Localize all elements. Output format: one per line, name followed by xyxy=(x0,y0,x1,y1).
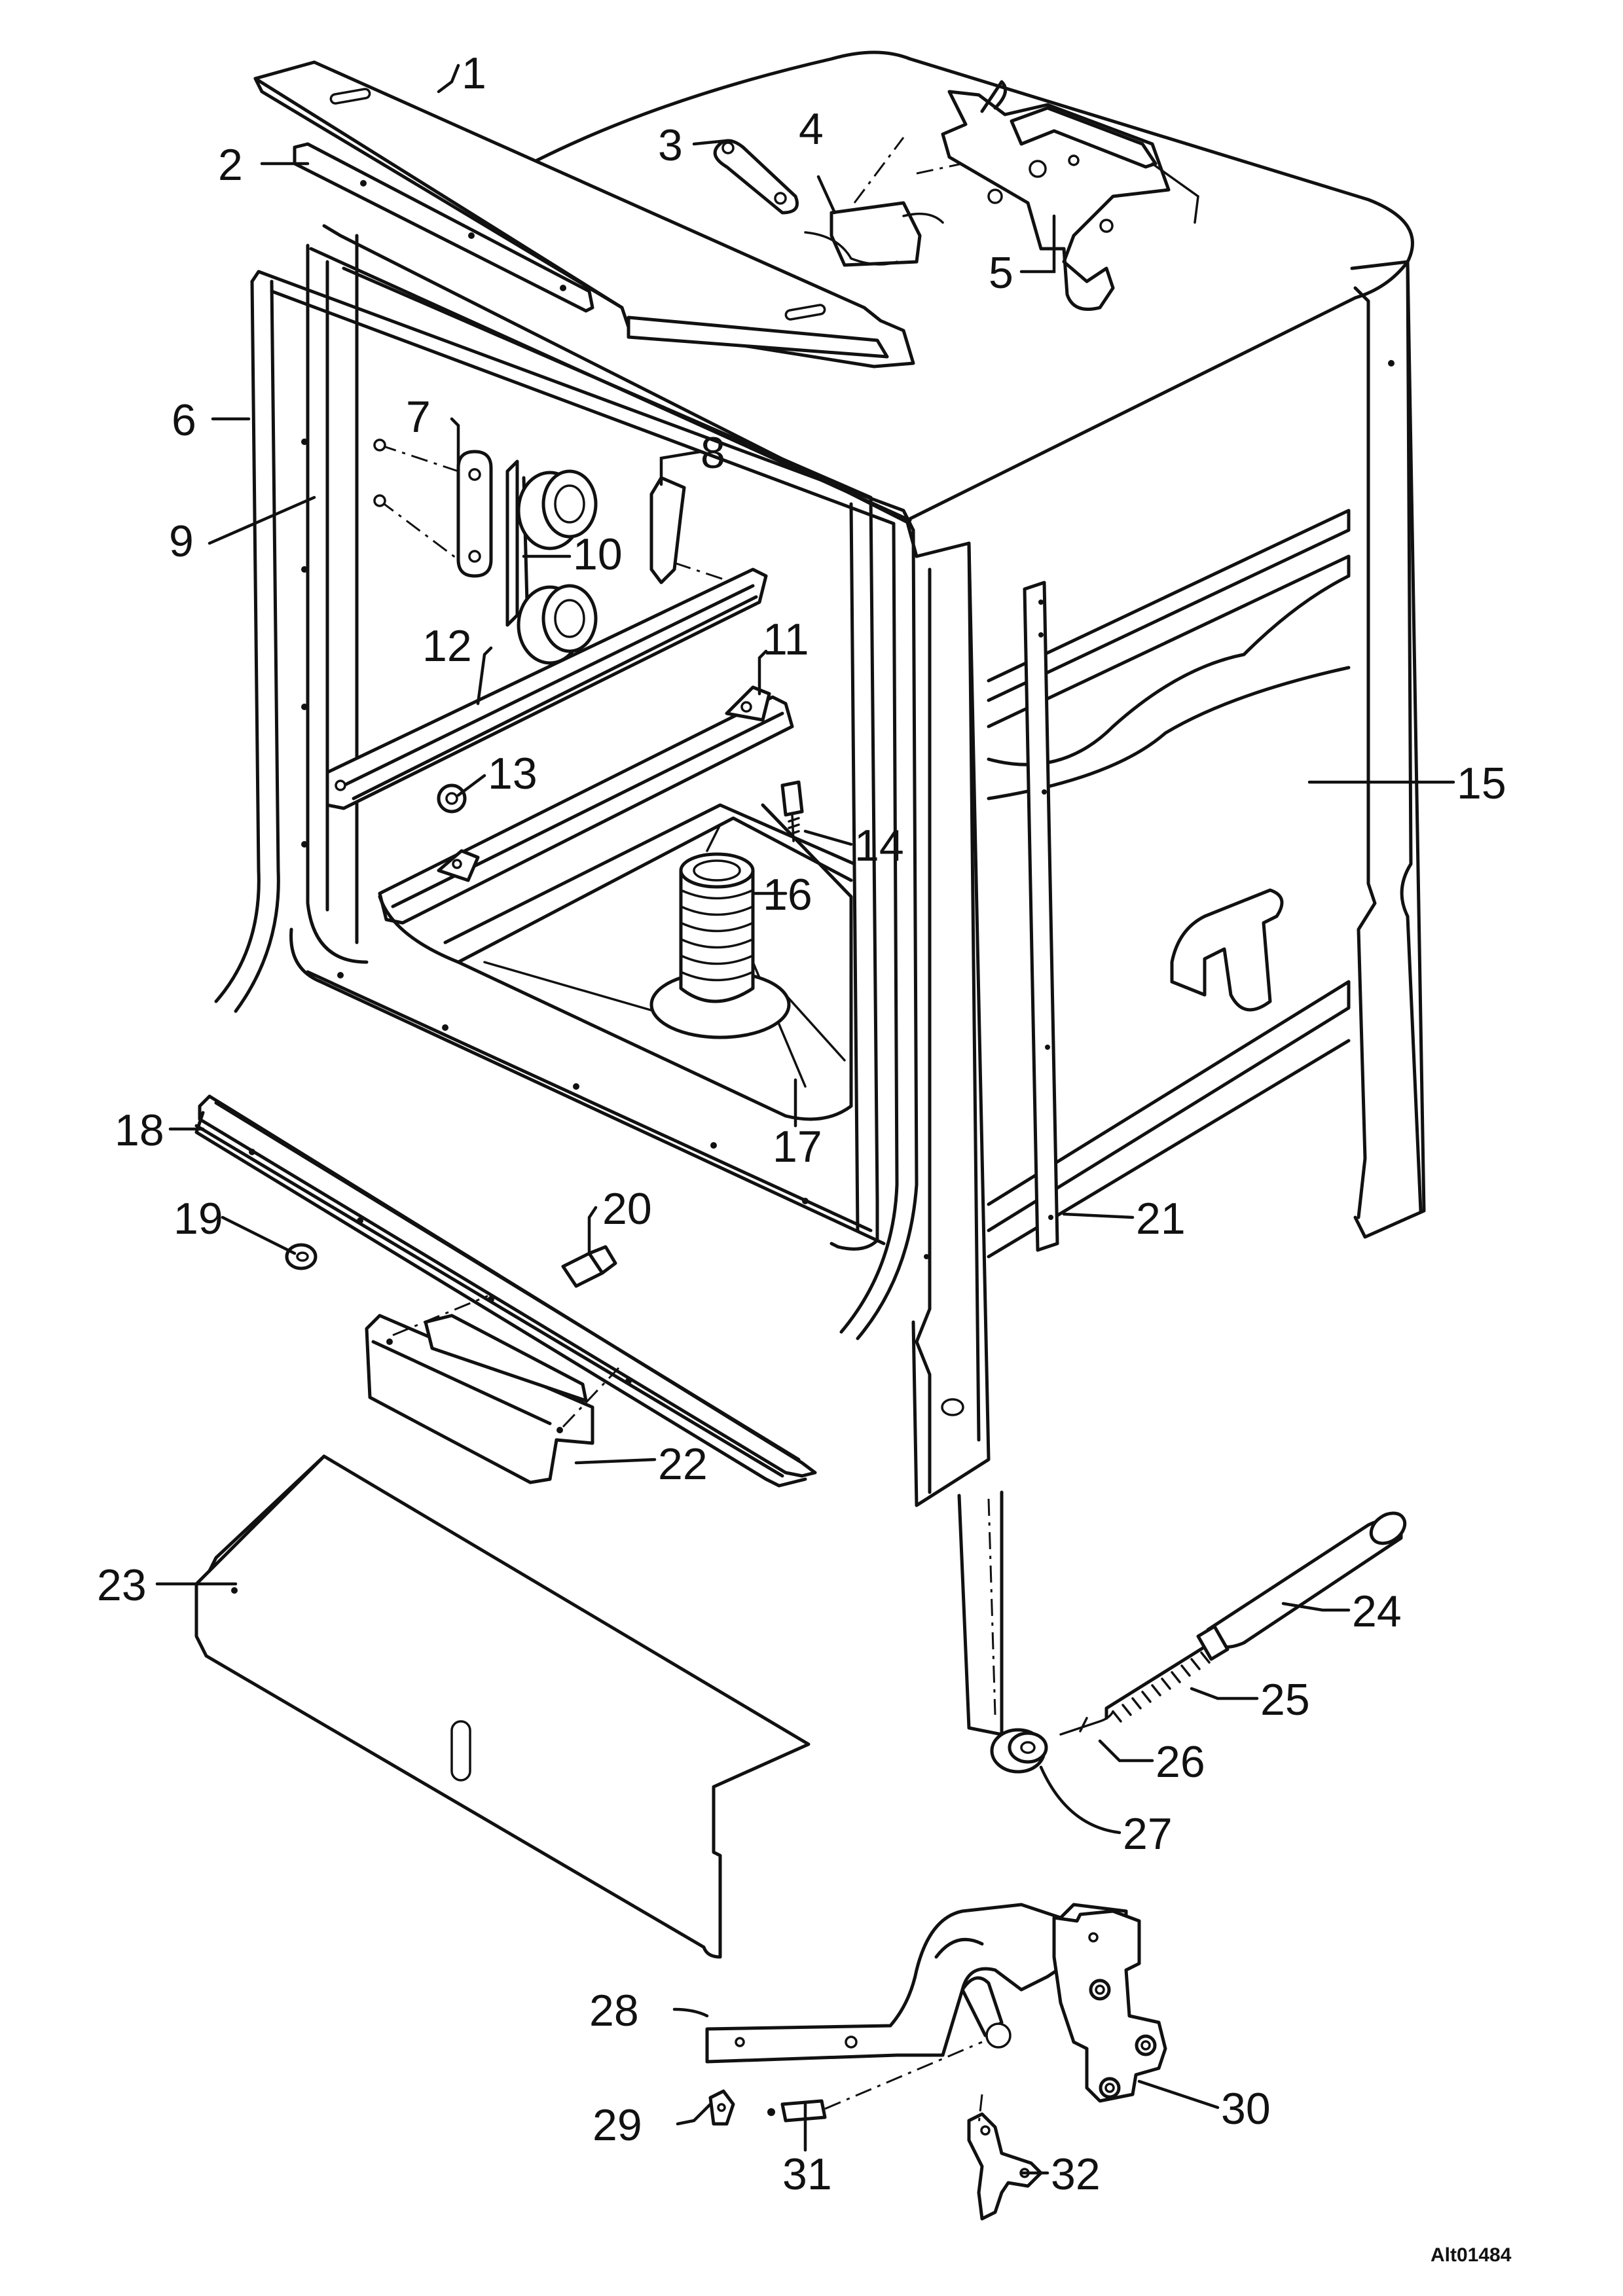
callout-8: 8 xyxy=(701,428,725,478)
callout-30: 30 xyxy=(1221,2084,1271,2134)
part-29-clip xyxy=(708,2089,735,2126)
part-32-hinge-cam xyxy=(967,2112,1043,2221)
part-18-toe-panel-bracket xyxy=(194,1094,817,1488)
callout-17: 17 xyxy=(773,1122,822,1172)
callout-25: 25 xyxy=(1260,1675,1310,1725)
callout-23: 23 xyxy=(97,1560,147,1610)
part-5-door-latch-assembly xyxy=(916,80,1199,311)
part-20-bolt xyxy=(561,1245,617,1288)
callout-9: 9 xyxy=(169,516,194,566)
callout-12: 12 xyxy=(422,621,472,671)
callout-27: 27 xyxy=(1123,1809,1173,1859)
part-28-hinge-arm xyxy=(705,1903,1128,2064)
part-19-washer xyxy=(285,1243,318,1270)
callout-5: 5 xyxy=(989,248,1013,298)
callout-leaders xyxy=(155,63,1455,2175)
part-1-top-mounting-strip xyxy=(253,60,915,368)
part-25-spring xyxy=(1104,1641,1223,1723)
part-4-door-switch xyxy=(804,137,944,267)
part-12-rack-rail xyxy=(325,567,768,810)
callout-15: 15 xyxy=(1457,759,1506,808)
part-15-side-panel xyxy=(1350,260,1426,1239)
callout-22: 22 xyxy=(658,1439,708,1489)
callout-18: 18 xyxy=(115,1105,164,1155)
callout-19: 19 xyxy=(173,1194,223,1244)
part-31-pin xyxy=(767,2041,983,2125)
callout-16: 16 xyxy=(763,870,812,920)
callout-32: 32 xyxy=(1051,2149,1101,2199)
callout-29: 29 xyxy=(593,2100,642,2150)
part-13-nut xyxy=(437,783,467,814)
callout-6: 6 xyxy=(172,395,196,445)
callout-4: 4 xyxy=(799,104,824,154)
part-21-side-mounting-strip xyxy=(1023,581,1059,1252)
callout-26: 26 xyxy=(1156,1737,1205,1787)
front-side-frame xyxy=(911,541,991,1507)
callout-labels: 1 2 3 4 5 6 7 8 9 10 11 12 13 14 15 16 1… xyxy=(97,48,1506,2199)
callout-21: 21 xyxy=(1136,1194,1186,1244)
part-3-link xyxy=(713,139,799,215)
part-17-tub-floor-sump xyxy=(378,803,856,1121)
reference-code: Alt01484 xyxy=(1431,2244,1512,2266)
part-24-spring-cover-tube xyxy=(1196,1511,1407,1661)
callout-28: 28 xyxy=(589,1986,639,2036)
callout-20: 20 xyxy=(602,1184,652,1234)
part-22-mounting-plate xyxy=(365,1295,620,1484)
callout-31: 31 xyxy=(782,2149,832,2199)
part-10-rack-roller-assembly xyxy=(505,459,598,665)
part-30-hinge-bracket xyxy=(985,1909,1167,2103)
callout-11: 11 xyxy=(763,615,809,664)
part-11-lower-rail xyxy=(378,685,794,925)
callout-10: 10 xyxy=(573,529,623,579)
callout-2: 2 xyxy=(218,140,243,190)
callout-14: 14 xyxy=(854,821,904,870)
callout-24: 24 xyxy=(1352,1587,1402,1636)
part-8-clip xyxy=(649,476,734,584)
tub-body xyxy=(306,50,1414,1259)
callout-7: 7 xyxy=(406,392,431,442)
part-27-pulley xyxy=(957,1490,1048,1774)
callout-13: 13 xyxy=(488,749,538,798)
callout-1: 1 xyxy=(462,48,486,98)
callout-3: 3 xyxy=(658,120,683,170)
part-16-filter xyxy=(649,852,791,1039)
part-9-tub-front-frame xyxy=(289,247,912,1251)
part-7-bracket xyxy=(373,439,493,578)
part-23-kick-panel xyxy=(194,1454,811,1959)
